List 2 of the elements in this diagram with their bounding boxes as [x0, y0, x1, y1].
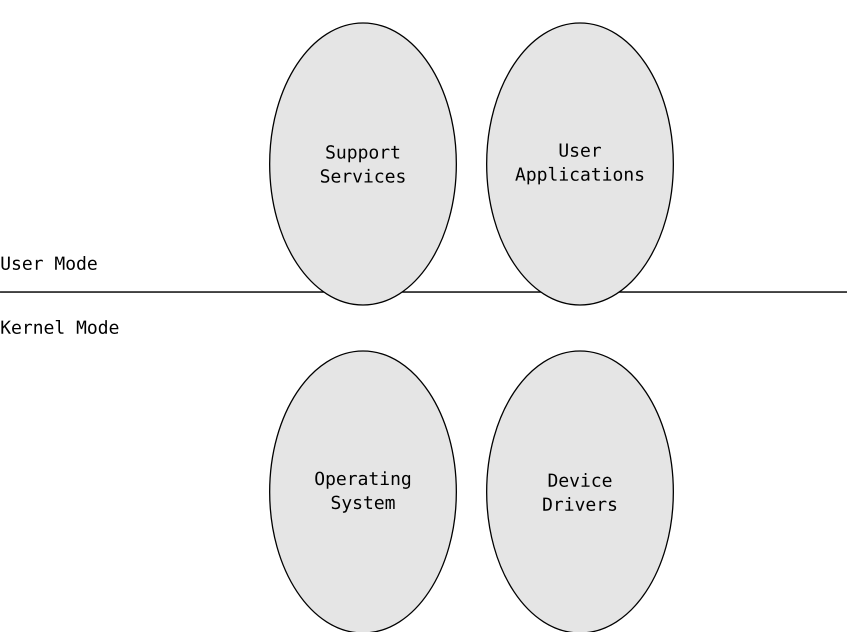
mode-label: User Mode — [2, 256, 97, 270]
mode-label: Kernel Mode — [1, 320, 118, 334]
